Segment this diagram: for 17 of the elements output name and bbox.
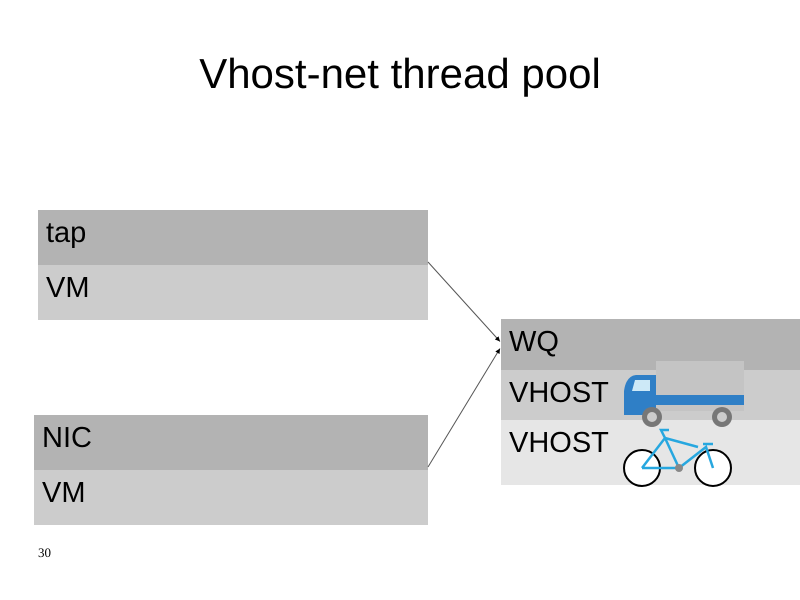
row-label: NIC: [42, 422, 92, 454]
table-row: [34, 470, 428, 525]
table-row: [38, 210, 428, 265]
arrow: [428, 262, 500, 342]
row-label: VM: [46, 272, 90, 304]
table-row: [501, 420, 800, 485]
row-label: VHOST: [509, 377, 609, 409]
table-row: [34, 415, 428, 470]
page-number: 30: [38, 545, 51, 561]
table-row: [501, 319, 800, 370]
table-row: [38, 265, 428, 320]
row-label: tap: [46, 217, 86, 249]
arrow: [428, 348, 500, 468]
slide-title: Vhost-net thread pool: [198, 50, 602, 98]
row-label: VM: [42, 477, 86, 509]
row-label: VHOST: [509, 427, 609, 459]
row-label: WQ: [509, 326, 559, 358]
